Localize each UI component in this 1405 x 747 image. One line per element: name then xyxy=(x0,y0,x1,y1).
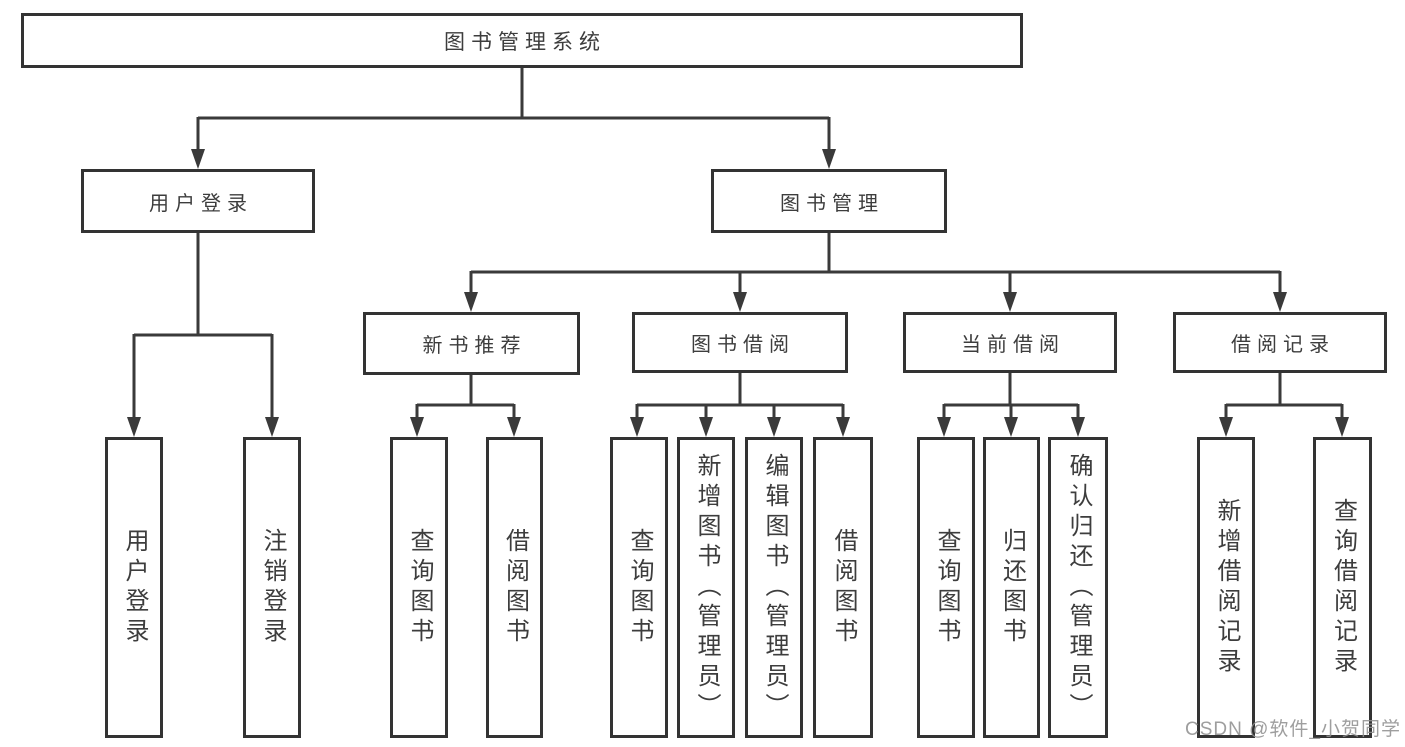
leaf-add-books-admin: 新增图书（管理员） xyxy=(677,437,735,738)
leaf-return-books-label: 归还图书 xyxy=(998,527,1026,648)
leaf-user-login-label: 用户登录 xyxy=(121,527,148,648)
node-borrowing-records: 借阅记录 xyxy=(1173,312,1387,373)
leaf-edit-books-admin-label: 编辑图书（管理员） xyxy=(761,452,788,723)
leaf-edit-books-admin: 编辑图书（管理员） xyxy=(745,437,803,738)
leaf-query-books-current: 查询图书 xyxy=(917,437,975,738)
leaf-query-books-borrowing-label: 查询图书 xyxy=(626,527,653,648)
leaf-logout: 注销登录 xyxy=(243,437,301,738)
node-root: 图书管理系统 xyxy=(21,13,1023,68)
node-book-borrowing: 图书借阅 xyxy=(632,312,848,373)
leaf-add-books-admin-label: 新增图书（管理员） xyxy=(693,452,720,723)
leaf-add-borrow-record: 新增借阅记录 xyxy=(1197,437,1255,738)
node-book-borrowing-label: 图书借阅 xyxy=(691,334,795,356)
leaf-borrow-books-recommend: 借阅图书 xyxy=(486,437,543,738)
node-current-borrowing: 当前借阅 xyxy=(903,312,1117,373)
leaf-borrow-books-recommend-label: 借阅图书 xyxy=(501,527,529,648)
leaf-return-books: 归还图书 xyxy=(983,437,1040,738)
node-root-label: 图书管理系统 xyxy=(444,30,606,54)
leaf-borrow-books-borrowing: 借阅图书 xyxy=(813,437,873,738)
leaf-query-books-recommend: 查询图书 xyxy=(390,437,448,738)
leaf-user-login: 用户登录 xyxy=(105,437,163,738)
node-borrowing-records-label: 借阅记录 xyxy=(1231,334,1335,356)
leaf-confirm-return-admin-label: 确认归还（管理员） xyxy=(1065,452,1092,723)
node-new-book-recommend: 新书推荐 xyxy=(363,312,580,375)
leaf-query-borrow-record: 查询借阅记录 xyxy=(1313,437,1372,738)
node-user-login: 用户登录 xyxy=(81,169,315,233)
leaf-borrow-books-borrowing-label: 借阅图书 xyxy=(830,527,857,648)
leaf-query-borrow-record-label: 查询借阅记录 xyxy=(1329,497,1357,678)
leaf-add-borrow-record-label: 新增借阅记录 xyxy=(1213,497,1240,678)
node-book-management: 图书管理 xyxy=(711,169,947,233)
node-new-book-recommend-label: 新书推荐 xyxy=(422,335,527,357)
leaf-query-books-recommend-label: 查询图书 xyxy=(406,527,433,648)
node-user-login-label: 用户登录 xyxy=(149,192,253,215)
leaf-query-books-current-label: 查询图书 xyxy=(933,527,960,648)
node-book-management-label: 图书管理 xyxy=(780,192,884,215)
leaf-query-books-borrowing: 查询图书 xyxy=(610,437,668,738)
node-current-borrowing-label: 当前借阅 xyxy=(961,334,1065,356)
leaf-logout-label: 注销登录 xyxy=(259,527,286,648)
watermark: CSDN @软件_小贺同学 xyxy=(1185,719,1401,740)
leaf-confirm-return-admin: 确认归还（管理员） xyxy=(1048,437,1108,738)
